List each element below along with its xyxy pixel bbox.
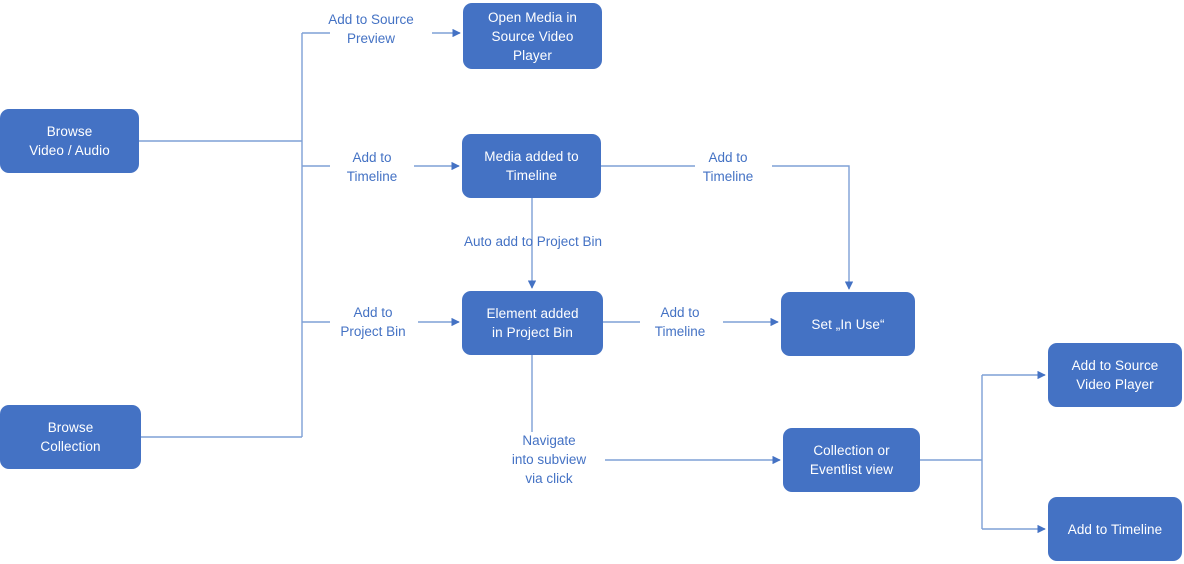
node-set-in-use[interactable]: Set „In Use“ <box>781 292 915 356</box>
node-collection-eventlist[interactable]: Collection or Eventlist view <box>783 428 920 492</box>
edge-label-navigate-into-subview: Navigate into subview via click <box>511 433 587 486</box>
edge-media-to-set-in-use-2 <box>772 165 854 290</box>
node-browse-video-audio[interactable]: Browse Video / Audio <box>0 109 139 173</box>
edge-label-add-to-timeline-3: Add to Timeline <box>654 305 706 339</box>
edge-label-add-to-timeline-2: Add to Timeline <box>702 150 754 184</box>
node-media-added-timeline[interactable]: Media added to Timeline <box>462 134 601 198</box>
node-open-media-source[interactable]: Open Media in Source Video Player <box>463 3 602 69</box>
node-add-to-source-player[interactable]: Add to Source Video Player <box>1048 343 1182 407</box>
edge-label-add-to-timeline-1: Add to Timeline <box>346 150 398 184</box>
edge-label-add-to-project-bin: Add to Project Bin <box>340 305 406 339</box>
edge-label-add-to-source-preview: Add to Source Preview <box>328 12 414 46</box>
node-browse-collection[interactable]: Browse Collection <box>0 405 141 469</box>
node-add-to-timeline[interactable]: Add to Timeline <box>1048 497 1182 561</box>
node-element-added-bin[interactable]: Element added in Project Bin <box>462 291 603 355</box>
edge-label-auto-add-to-project-bin: Auto add to Project Bin <box>463 234 603 249</box>
